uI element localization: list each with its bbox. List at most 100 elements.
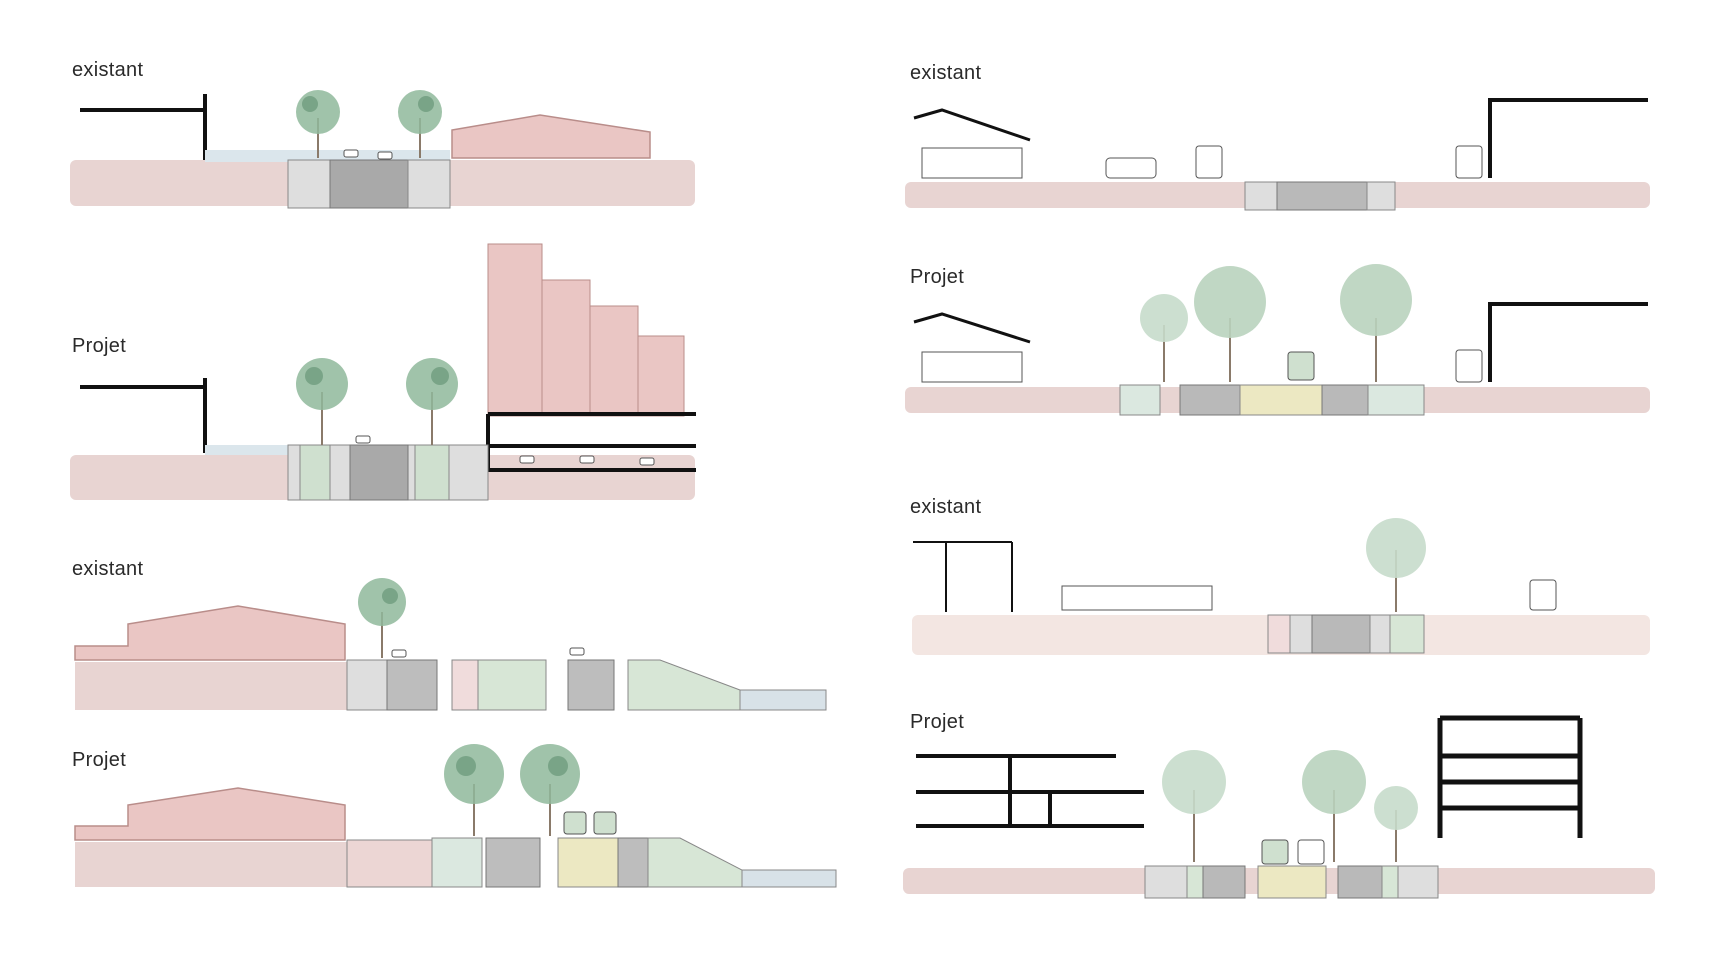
truck-icon (1061, 585, 1213, 611)
road-block (349, 444, 409, 501)
roof-outline (913, 312, 1031, 344)
water-strip (205, 445, 290, 455)
sidewalk-block (407, 159, 451, 209)
truck-icon (921, 351, 1023, 383)
structure-outline (80, 94, 207, 160)
tower-building (541, 279, 591, 417)
water-channel (741, 869, 837, 888)
road-block (1179, 384, 1241, 416)
tree-icon (1194, 266, 1266, 382)
building-frame-right (1437, 715, 1583, 838)
road-block (329, 159, 409, 209)
bus-icon (1195, 145, 1223, 179)
road-block (1321, 384, 1369, 416)
sidewalk-block (346, 659, 388, 711)
sidewalk-block (1366, 181, 1396, 211)
car-icon (391, 649, 407, 658)
section-left-3: existant (72, 558, 827, 711)
greenery-strip (1186, 865, 1204, 899)
car-icon (343, 149, 359, 158)
structure-outline (1488, 98, 1648, 178)
road-block (1276, 181, 1368, 211)
car-icon (579, 455, 595, 464)
parking-structure (486, 412, 696, 472)
roof-outline (913, 108, 1031, 142)
tree-icon (1302, 750, 1366, 862)
water-channel (739, 689, 827, 711)
tree-icon (1140, 294, 1188, 382)
section-left-2: Projet (70, 243, 696, 501)
tower-building (487, 243, 543, 417)
warehouse-building (74, 605, 346, 661)
section-right-3: existant (910, 496, 1650, 655)
tree-icon (1366, 518, 1426, 612)
bus-icon (1455, 349, 1483, 383)
car-icon (639, 457, 655, 466)
road-block (567, 659, 615, 711)
greenery-strip (1367, 384, 1425, 416)
embankment-slope (627, 659, 741, 711)
section-right-1: existant (905, 62, 1650, 211)
section-label-left-4: Projet (72, 749, 126, 771)
bus-lane (557, 837, 619, 888)
greenery-strip (1389, 614, 1425, 654)
section-right-2: Projet (905, 264, 1650, 416)
greenery-strip (1381, 865, 1399, 899)
car-icon (355, 435, 371, 444)
warehouse-building (74, 787, 346, 841)
sidewalk-block (1144, 865, 1188, 899)
sidewalk-block (1267, 614, 1291, 654)
tree-icon (296, 90, 340, 158)
tree-icon (406, 358, 458, 445)
ground-band (75, 662, 347, 710)
sidewalk-block (1369, 614, 1391, 654)
road-block (1202, 865, 1246, 899)
bus-icon (1297, 839, 1325, 865)
section-label-right-4: Projet (910, 711, 964, 733)
tree-icon (358, 578, 406, 658)
sidewalk-block (451, 659, 479, 711)
road-block (1337, 865, 1383, 899)
section-label-right-1: existant (910, 62, 981, 84)
road-block (485, 837, 541, 888)
bus-icon (1287, 351, 1315, 381)
truck-icon (921, 147, 1023, 179)
tree-icon (398, 90, 442, 158)
car-icon (519, 455, 535, 464)
structure-outline (913, 541, 1013, 612)
warehouse-building (451, 114, 651, 159)
sidewalk-block (346, 839, 433, 888)
car-icon (377, 151, 393, 160)
tree-icon (1374, 786, 1418, 862)
structure-outline (80, 378, 207, 453)
tower-building (637, 335, 685, 417)
tower-building (589, 305, 639, 417)
bus-icon (1261, 839, 1289, 865)
section-right-4: Projet (903, 711, 1655, 899)
tree-icon (1340, 264, 1412, 382)
bus-lane (1257, 865, 1327, 899)
sidewalk-block (1244, 181, 1278, 211)
tree-icon (296, 358, 348, 445)
bus-lane (1239, 384, 1323, 416)
structure-outline (1488, 302, 1648, 382)
embankment-slope (647, 837, 743, 888)
section-label-left-2: Projet (72, 335, 126, 357)
road-block (386, 659, 438, 711)
section-label-right-3: existant (910, 496, 981, 518)
section-left-1: existant (70, 59, 695, 209)
greenery-strip (414, 444, 450, 501)
bus-icon (1529, 579, 1557, 611)
bus-icon (563, 811, 587, 835)
section-label-left-1: existant (72, 59, 143, 81)
bus-icon (1455, 145, 1483, 179)
road-block (1311, 614, 1371, 654)
sidewalk-block (1397, 865, 1439, 899)
greenery-strip (431, 837, 483, 888)
greenery-strip (477, 659, 547, 711)
van-icon (1105, 157, 1157, 179)
sidewalk-block (1289, 614, 1313, 654)
car-icon (569, 647, 585, 656)
tree-icon (1162, 750, 1226, 862)
